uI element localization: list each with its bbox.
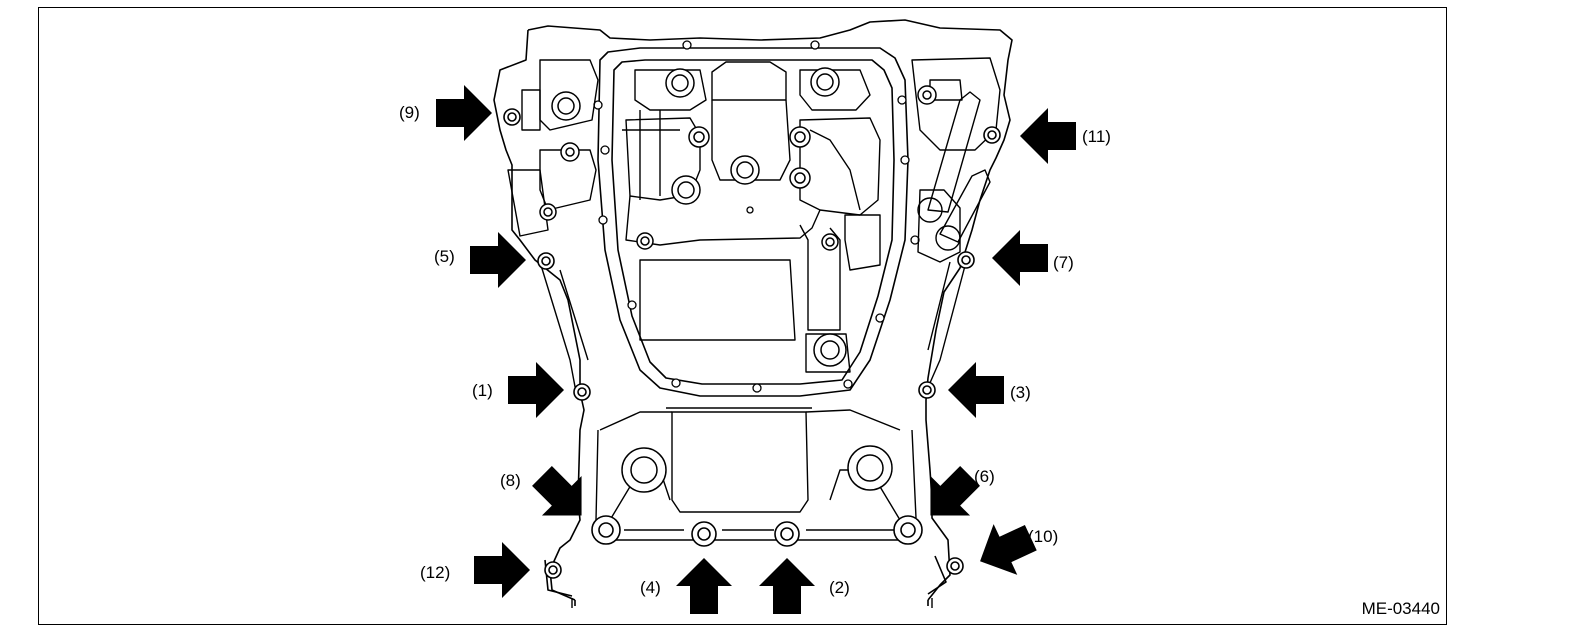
label-4: (4): [640, 578, 661, 597]
label-1: (1): [472, 381, 493, 400]
label-6: (6): [974, 467, 995, 486]
inner-castings: [507, 57, 1001, 608]
label-11: (11): [1082, 127, 1111, 146]
bosses: [539, 67, 937, 493]
oil-pan-flange: [597, 47, 909, 397]
figure-frame: [38, 7, 1447, 625]
figure-id: ME-03440: [1362, 599, 1440, 618]
label-5: (5): [434, 247, 455, 266]
arrow-5: [470, 232, 526, 288]
arrow-7: [992, 230, 1048, 286]
label-7: (7): [1053, 253, 1074, 272]
arrow-10: [968, 512, 1043, 587]
arrow-11: [1020, 108, 1076, 164]
label-10: (10): [1028, 527, 1058, 546]
label-12: (12): [420, 563, 450, 582]
label-2: (2): [829, 578, 850, 597]
numbered-bolts: [503, 108, 1001, 579]
arrow-8: [522, 456, 602, 536]
flange-holes: [593, 40, 920, 393]
arrow-1: [508, 362, 564, 418]
bolt-labels: (9) (11) (5) (7) (1) (3) (8) (6) (4) (2)…: [399, 103, 1111, 597]
arrow-2: [759, 558, 815, 614]
label-9: (9): [399, 103, 420, 122]
arrow-9: [436, 85, 492, 141]
label-3: (3): [1010, 383, 1031, 402]
arrow-4: [676, 558, 732, 614]
label-8: (8): [500, 471, 521, 490]
arrow-12: [474, 542, 530, 598]
arrow-3: [948, 362, 1004, 418]
